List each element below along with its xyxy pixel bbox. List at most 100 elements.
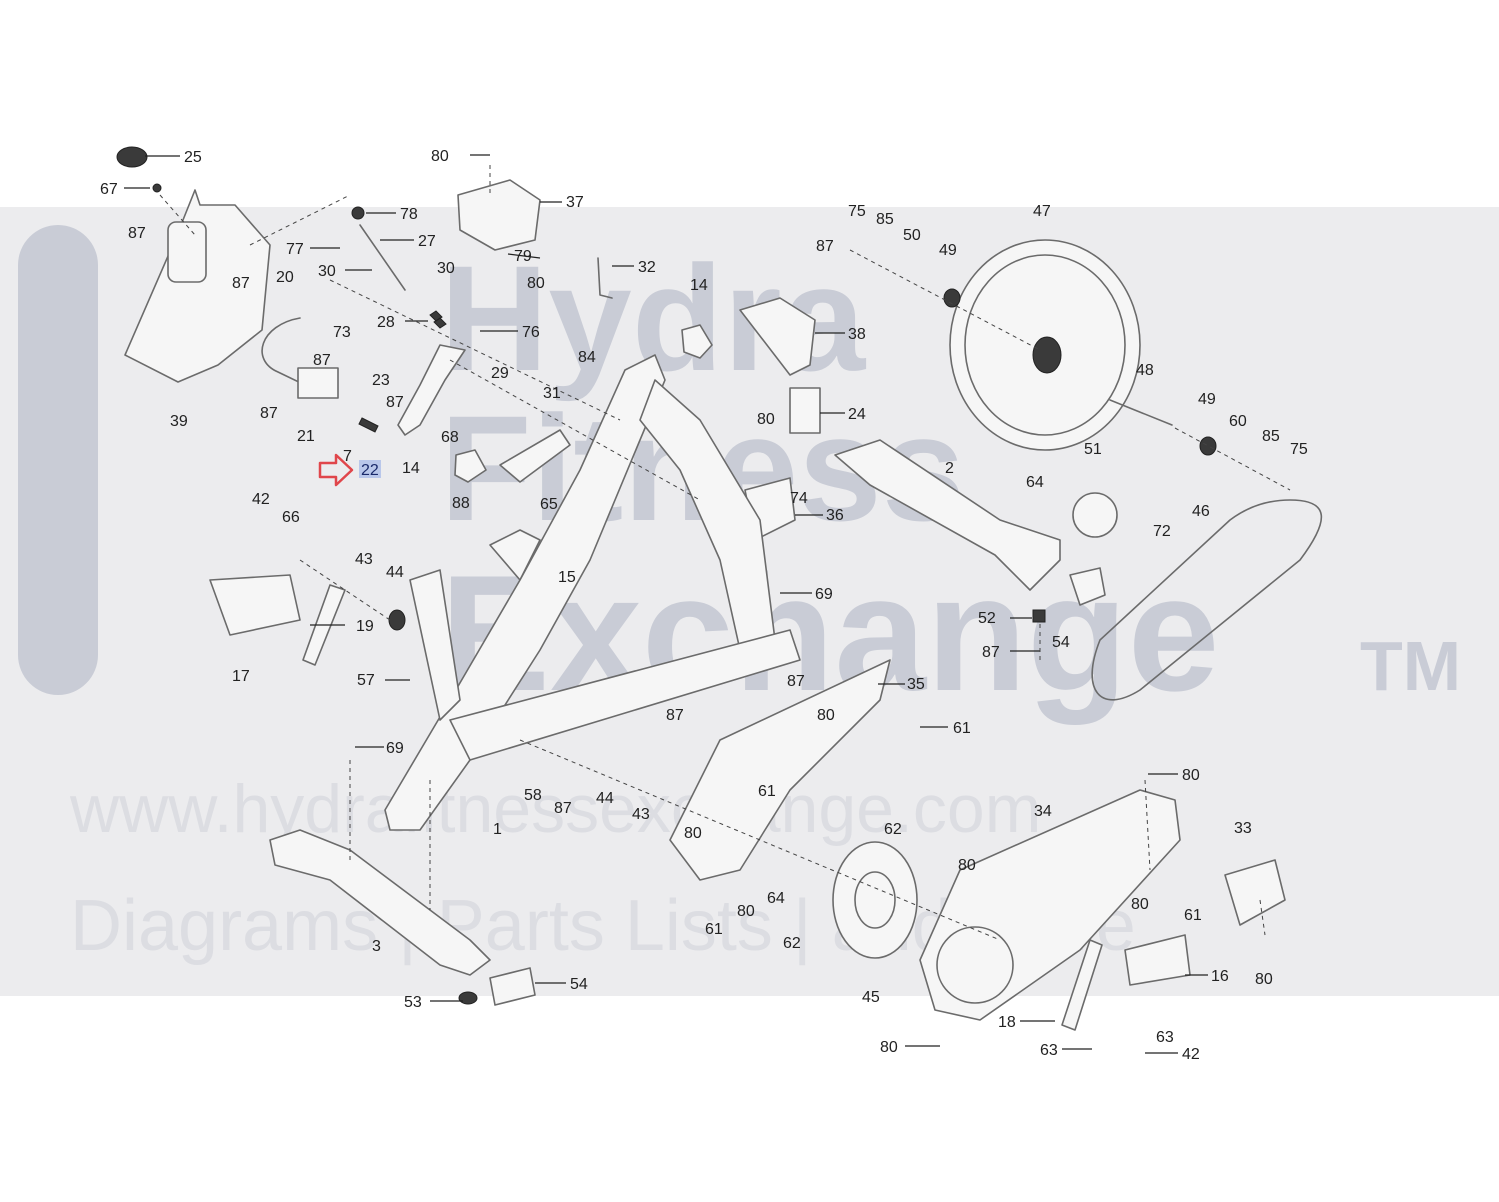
callout-label[interactable]: 80 (431, 148, 449, 165)
callout-label[interactable]: 7 (343, 448, 352, 465)
callout-label[interactable]: 87 (982, 644, 1000, 661)
callout-label[interactable]: 44 (596, 790, 614, 807)
callout-label[interactable]: 62 (783, 935, 801, 952)
callout-label[interactable]: 87 (816, 238, 834, 255)
callout-label[interactable]: 62 (884, 821, 902, 838)
callout-label[interactable]: 87 (232, 275, 250, 292)
callout-label[interactable]: 27 (418, 233, 436, 250)
callout-label[interactable]: 30 (437, 260, 455, 277)
callout-label[interactable]: 54 (1052, 634, 1070, 651)
callout-label[interactable]: 65 (540, 496, 558, 513)
callout-label[interactable]: 61 (758, 783, 776, 800)
callout-label[interactable]: 85 (876, 211, 894, 228)
callout-label[interactable]: 30 (318, 263, 336, 280)
callout-label[interactable]: 78 (400, 206, 418, 223)
callout-label[interactable]: 14 (690, 277, 708, 294)
callout-label[interactable]: 34 (1034, 803, 1052, 820)
callout-label[interactable]: 2 (945, 460, 954, 477)
callout-label[interactable]: 38 (848, 326, 866, 343)
callout-label[interactable]: 68 (441, 429, 459, 446)
callout-label[interactable]: 16 (1211, 968, 1229, 985)
callout-label[interactable]: 33 (1234, 820, 1252, 837)
callout-label[interactable]: 14 (402, 460, 420, 477)
callout-label[interactable]: 19 (356, 618, 374, 635)
callout-label[interactable]: 3 (372, 938, 381, 955)
callout-label[interactable]: 80 (1182, 767, 1200, 784)
callout-label[interactable]: 53 (404, 994, 422, 1011)
callout-label[interactable]: 24 (848, 406, 866, 423)
callout-label[interactable]: 87 (313, 352, 331, 369)
callout-label[interactable]: 69 (386, 740, 404, 757)
callout-label[interactable]: 80 (737, 903, 755, 920)
callout-label[interactable]: 80 (527, 275, 545, 292)
callout-label[interactable]: 85 (1262, 428, 1280, 445)
callout-label[interactable]: 51 (1084, 441, 1102, 458)
callout-label[interactable]: 74 (790, 490, 808, 507)
callout-label[interactable]: 36 (826, 507, 844, 524)
callout-label[interactable]: 69 (815, 586, 833, 603)
callout-label[interactable]: 44 (386, 564, 404, 581)
callout-label[interactable]: 58 (524, 787, 542, 804)
callout-label[interactable]: 87 (554, 800, 572, 817)
callout-label[interactable]: 76 (522, 324, 540, 341)
callout-label[interactable]: 73 (333, 324, 351, 341)
callout-label[interactable]: 80 (1131, 896, 1149, 913)
callout-label[interactable]: 21 (297, 428, 315, 445)
callout-label[interactable]: 57 (357, 672, 375, 689)
callout-label[interactable]: 49 (1198, 391, 1216, 408)
callout-label[interactable]: 43 (632, 806, 650, 823)
callout-label[interactable]: 17 (232, 668, 250, 685)
callout-label[interactable]: 80 (817, 707, 835, 724)
callout-label[interactable]: 29 (491, 365, 509, 382)
callout-label[interactable]: 87 (787, 673, 805, 690)
callout-label[interactable]: 46 (1192, 503, 1210, 520)
callout-label[interactable]: 28 (377, 314, 395, 331)
callout-label[interactable]: 18 (998, 1014, 1016, 1031)
callout-label[interactable]: 25 (184, 149, 202, 166)
callout-label[interactable]: 45 (862, 989, 880, 1006)
callout-label[interactable]: 15 (558, 569, 576, 586)
callout-label[interactable]: 50 (903, 227, 921, 244)
callout-label[interactable]: 32 (638, 259, 656, 276)
callout-label[interactable]: 77 (286, 241, 304, 258)
callout-label[interactable]: 79 (514, 248, 532, 265)
callout-label[interactable]: 49 (939, 242, 957, 259)
callout-label[interactable]: 87 (386, 394, 404, 411)
callout-label[interactable]: 1 (493, 821, 502, 838)
callout-label[interactable]: 80 (684, 825, 702, 842)
callout-label[interactable]: 87 (128, 225, 146, 242)
callout-label[interactable]: 87 (666, 707, 684, 724)
callout-label-highlighted[interactable]: 22 (361, 462, 379, 479)
callout-label[interactable]: 52 (978, 610, 996, 627)
callout-label[interactable]: 47 (1033, 203, 1051, 220)
callout-label[interactable]: 31 (543, 385, 561, 402)
callout-label[interactable]: 67 (100, 181, 118, 198)
callout-label[interactable]: 72 (1153, 523, 1171, 540)
callout-label[interactable]: 88 (452, 495, 470, 512)
callout-label[interactable]: 80 (757, 411, 775, 428)
callout-label[interactable]: 75 (848, 203, 866, 220)
callout-label[interactable]: 80 (880, 1039, 898, 1056)
callout-label[interactable]: 61 (953, 720, 971, 737)
callout-label[interactable]: 63 (1040, 1042, 1058, 1059)
callout-label[interactable]: 66 (282, 509, 300, 526)
callout-label[interactable]: 35 (907, 676, 925, 693)
callout-label[interactable]: 80 (958, 857, 976, 874)
callout-label[interactable]: 37 (566, 194, 584, 211)
callout-label[interactable]: 54 (570, 976, 588, 993)
callout-label[interactable]: 61 (1184, 907, 1202, 924)
callout-label[interactable]: 61 (705, 921, 723, 938)
callout-label[interactable]: 80 (1255, 971, 1273, 988)
callout-label[interactable]: 48 (1136, 362, 1154, 379)
callout-label[interactable]: 64 (767, 890, 785, 907)
callout-label[interactable]: 75 (1290, 441, 1308, 458)
callout-label[interactable]: 60 (1229, 413, 1247, 430)
callout-label[interactable]: 43 (355, 551, 373, 568)
callout-label[interactable]: 39 (170, 413, 188, 430)
callout-label[interactable]: 64 (1026, 474, 1044, 491)
callout-label[interactable]: 20 (276, 269, 294, 286)
callout-label[interactable]: 23 (372, 372, 390, 389)
callout-label[interactable]: 84 (578, 349, 596, 366)
callout-label[interactable]: 63 (1156, 1029, 1174, 1046)
callout-label[interactable]: 87 (260, 405, 278, 422)
